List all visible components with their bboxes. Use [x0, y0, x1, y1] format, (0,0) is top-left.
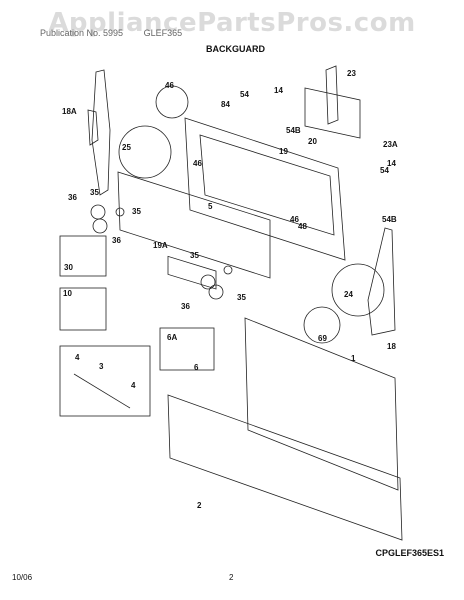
- callout: 48: [298, 222, 307, 231]
- inset-circle-24: [331, 263, 385, 317]
- inset-box-30: [59, 235, 107, 277]
- callout: 2: [197, 501, 202, 510]
- footer-date: 10/06: [12, 573, 33, 582]
- callout: 46: [290, 215, 299, 224]
- callout: 14: [387, 159, 396, 168]
- callout: 54B: [286, 126, 301, 135]
- callout: 54B: [382, 215, 397, 224]
- inset-circle-69: [303, 306, 341, 344]
- footer-page: 2: [229, 573, 234, 582]
- inset-box-4: [59, 345, 151, 417]
- inset-box-10: [59, 287, 107, 331]
- callout: 46: [193, 159, 202, 168]
- electronic-control: [304, 87, 361, 139]
- page-title: BACKGUARD: [206, 44, 265, 54]
- clock-display: [167, 255, 217, 290]
- diagram-code: CPGLEF365ES1: [375, 548, 444, 558]
- knob: [92, 218, 108, 234]
- callout: 46: [165, 81, 174, 90]
- knob: [200, 274, 216, 290]
- backguard-frame: [184, 117, 346, 261]
- inset-box-6: [159, 327, 215, 371]
- publication-label: Publication No. 5995: [40, 28, 124, 38]
- lower-panel: [167, 394, 403, 541]
- callout: 4: [131, 381, 136, 390]
- callout: 4: [75, 353, 80, 362]
- inset-circle-25: [118, 125, 172, 179]
- bracket: [325, 65, 339, 125]
- callout: 19A: [153, 241, 168, 250]
- callout: 36: [181, 302, 190, 311]
- callout: 20: [308, 137, 317, 146]
- callout: 36: [68, 193, 77, 202]
- callout: 35: [190, 251, 199, 260]
- callout: 14: [274, 86, 283, 95]
- callout: 25: [122, 143, 131, 152]
- callout: 18A: [62, 107, 77, 116]
- end-cap-right: [367, 227, 396, 336]
- callout: 54: [380, 166, 389, 175]
- callout: 19: [279, 147, 288, 156]
- callout: 30: [64, 263, 73, 272]
- callout: 6A: [167, 333, 177, 342]
- model-label: GLEF365: [143, 28, 183, 38]
- callout-labels: 23 18A 46 84 54 14 54B 20 23A 25 46 19 5…: [62, 69, 398, 510]
- callout: 1: [351, 354, 356, 363]
- callout: 36: [112, 236, 121, 245]
- callout: 3: [99, 362, 104, 371]
- knob: [90, 204, 106, 220]
- end-cap-left: [91, 69, 111, 196]
- header-row: Publication No. 5995 GLEF365: [40, 28, 200, 38]
- callout: 35: [132, 207, 141, 216]
- callout: 84: [221, 100, 230, 109]
- callout: 35: [90, 188, 99, 197]
- callout: 69: [318, 334, 327, 343]
- callout: 24: [344, 290, 353, 299]
- callout: 54: [240, 90, 249, 99]
- rear-panel: [244, 317, 399, 491]
- callout: 23: [347, 69, 356, 78]
- callout: 6: [194, 363, 199, 372]
- callout: 23A: [383, 140, 398, 149]
- watermark: AppliancePartsPros.com: [48, 8, 416, 38]
- callout: 35: [237, 293, 246, 302]
- inset-circle-46: [155, 85, 189, 119]
- knob: [208, 284, 224, 300]
- callout: 18: [387, 342, 396, 351]
- control-panel: [117, 171, 271, 279]
- callout: 10: [63, 289, 72, 298]
- callout: 5: [208, 202, 213, 211]
